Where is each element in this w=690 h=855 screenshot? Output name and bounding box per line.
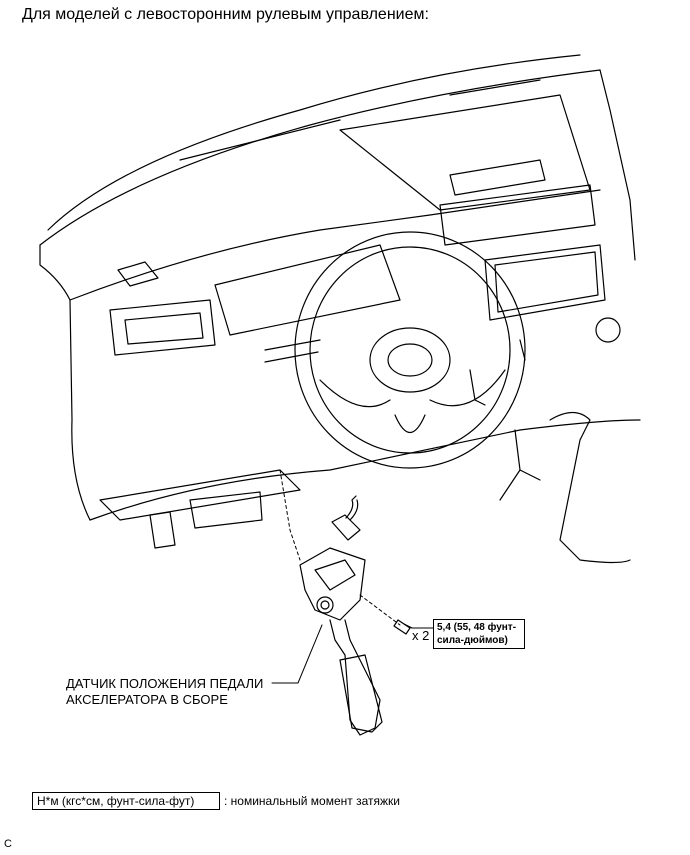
connector	[331, 495, 361, 541]
part-label-line-2: АКСЕЛЕРАТОРА В СБОРЕ	[66, 692, 228, 707]
left-vent	[109, 299, 216, 356]
center-display	[484, 244, 606, 321]
right-knob	[595, 317, 621, 343]
torque-spec-line-1: 5,4 (55, 48 фунт-	[437, 622, 517, 633]
left-switch	[117, 261, 159, 287]
leader-dashes	[279, 469, 401, 626]
pedal-assembly	[299, 547, 383, 736]
bolt-quantity: x 2	[412, 628, 430, 643]
torque-spec-line-2: сила-дюймов)	[437, 635, 508, 646]
page-title: Для моделей с левосторонним рулевым упра…	[22, 6, 429, 23]
corner-code: C	[4, 838, 12, 850]
legend-description: : номинальный момент затяжки	[224, 794, 400, 808]
legend-unit-box: Н*м (кгс*см, фунт-сила-фут)	[32, 792, 220, 810]
bolt-icon	[393, 619, 413, 635]
steering-wheel	[264, 231, 526, 469]
part-leader	[271, 624, 323, 684]
part-label-line-1: ДАТЧИК ПОЛОЖЕНИЯ ПЕДАЛИ	[66, 676, 264, 691]
part-label: ДАТЧИК ПОЛОЖЕНИЯ ПЕДАЛИ АКСЕЛЕРАТОРА В С…	[66, 676, 263, 708]
dashboard-outline	[39, 54, 641, 564]
instrument-cluster	[214, 244, 401, 336]
torque-spec-box: 5,4 (55, 48 фунт- сила-дюймов)	[433, 619, 525, 649]
